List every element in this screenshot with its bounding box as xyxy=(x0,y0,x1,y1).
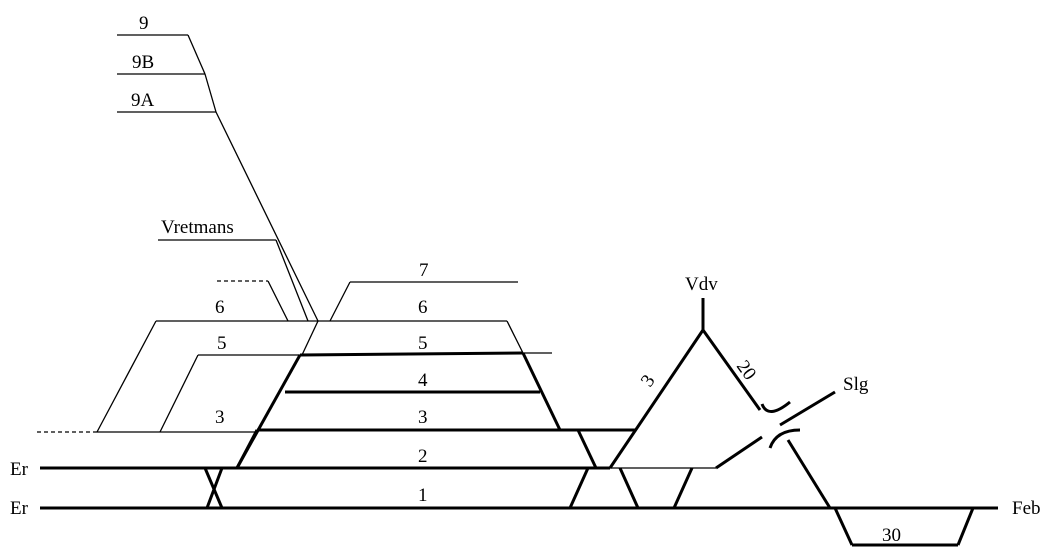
track-5-right-slope xyxy=(521,352,562,431)
track-5-thin-connector xyxy=(301,320,319,356)
track-6-left-label: 6 xyxy=(215,297,225,318)
bridge-upper-bracket xyxy=(760,400,791,413)
switch-2-to-1-a xyxy=(568,467,590,509)
switch-3-to-2 xyxy=(576,429,598,469)
slg-label: Slg xyxy=(843,374,869,395)
track-3-label: 3 xyxy=(418,407,428,428)
vretmans-siding-group xyxy=(158,239,309,322)
track-9a-label: 9A xyxy=(131,90,155,111)
track-7-connector xyxy=(329,281,351,322)
labels-group: 9 9B 9A Vretmans 7 6 6 5 5 4 3 3 2 1 30 … xyxy=(10,13,1041,546)
switch-2-to-1-c xyxy=(672,467,694,509)
er-bottom-label: Er xyxy=(10,498,29,519)
main-tracks-group xyxy=(40,298,998,547)
vdv-right-leg xyxy=(701,329,762,411)
feb-label: Feb xyxy=(1012,498,1041,519)
track-30-right xyxy=(956,507,975,546)
vdv-left-leg xyxy=(608,329,705,469)
slg-line xyxy=(779,390,836,427)
track-2-to-slg xyxy=(715,435,763,470)
track-6-right-diagonal xyxy=(506,320,524,354)
upper-siding-group xyxy=(117,34,319,322)
bridge-lower-bracket xyxy=(768,428,801,449)
track-5-left-diagonal xyxy=(159,354,199,433)
track-9b-label: 9B xyxy=(132,52,154,73)
track-3-left-label: 3 xyxy=(215,407,225,428)
upper-siding-diagonal xyxy=(215,111,319,322)
track-30-left xyxy=(833,507,854,546)
track-5-left-label: 5 xyxy=(217,333,227,354)
track-9-connector xyxy=(187,34,206,75)
track-5-line xyxy=(299,351,524,357)
vdv-right-branch-label: 20 xyxy=(732,357,760,385)
thin-tracks-group xyxy=(96,281,716,469)
slg-down-to-track-1 xyxy=(786,439,832,509)
left-crossover-b xyxy=(205,467,224,509)
vdv-left-branch-label: 3 xyxy=(637,371,660,391)
track-6-label: 6 xyxy=(418,297,428,318)
track-9-label: 9 xyxy=(139,13,149,34)
dashed-stub-upper-connector xyxy=(267,280,289,322)
vretmans-connector xyxy=(275,239,309,322)
track-30-label: 30 xyxy=(882,525,901,546)
track-4-label: 4 xyxy=(418,370,428,391)
vdv-label: Vdv xyxy=(685,274,718,295)
er-top-label: Er xyxy=(10,459,29,480)
track-1-label: 1 xyxy=(418,485,428,506)
track-7-label: 7 xyxy=(419,260,429,281)
track-3-left-slope xyxy=(235,429,259,469)
track-6-left-diagonal xyxy=(96,320,157,433)
bridge-symbol xyxy=(760,400,801,449)
switch-2-to-1-b xyxy=(618,467,640,509)
vretmans-label: Vretmans xyxy=(161,217,234,238)
track-9b-connector xyxy=(204,73,217,113)
track-5-label: 5 xyxy=(418,333,428,354)
track-2-label: 2 xyxy=(418,446,428,467)
